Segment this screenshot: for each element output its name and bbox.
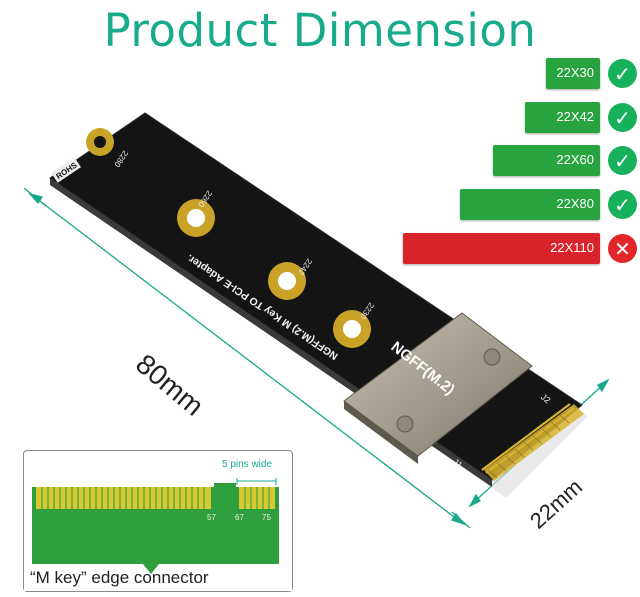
pin-number-75: 75: [262, 513, 271, 522]
pin-number-57: 57: [207, 513, 216, 522]
close-icon: ✕: [608, 234, 637, 263]
check-icon: ✓: [608, 103, 637, 132]
size-label: 22X60: [556, 152, 594, 167]
size-row-22x110: 22X110 ✕: [0, 233, 640, 264]
size-bar: 22X42: [525, 102, 600, 133]
edge-connector-diagram: [24, 478, 292, 591]
m2-connector-housing: [343, 312, 533, 457]
size-label: 22X30: [556, 65, 594, 80]
pins-wide-note: 5 pins wide: [222, 459, 273, 470]
size-label: 22X80: [556, 196, 594, 211]
size-bar: 22X60: [493, 145, 600, 176]
edge-connector-inset: 5 pins wide 57 67 75: [23, 450, 293, 592]
check-icon: ✓: [608, 59, 637, 88]
size-row-22x30: 22X30 ✓: [0, 58, 640, 89]
pin-number-67: 67: [235, 513, 244, 522]
size-row-22x42: 22X42 ✓: [0, 102, 640, 133]
page-title: Product Dimension: [103, 4, 537, 57]
size-bar: 22X30: [546, 58, 600, 89]
length-dimension-line: [23, 187, 471, 529]
size-bar: 22X110: [403, 233, 600, 264]
size-row-22x80: 22X80 ✓: [0, 189, 640, 220]
mount-hole-2242: [268, 262, 306, 300]
check-icon: ✓: [608, 146, 637, 175]
inset-caption: “M key” edge connector: [30, 568, 209, 587]
size-row-22x60: 22X60 ✓: [0, 145, 640, 176]
check-icon: ✓: [608, 190, 637, 219]
size-label: 22X42: [556, 109, 594, 124]
size-bar: 22X80: [460, 189, 600, 220]
size-label: 22X110: [550, 240, 594, 255]
mount-hole-2260: [177, 199, 215, 237]
mount-hole-2230: [333, 310, 371, 348]
